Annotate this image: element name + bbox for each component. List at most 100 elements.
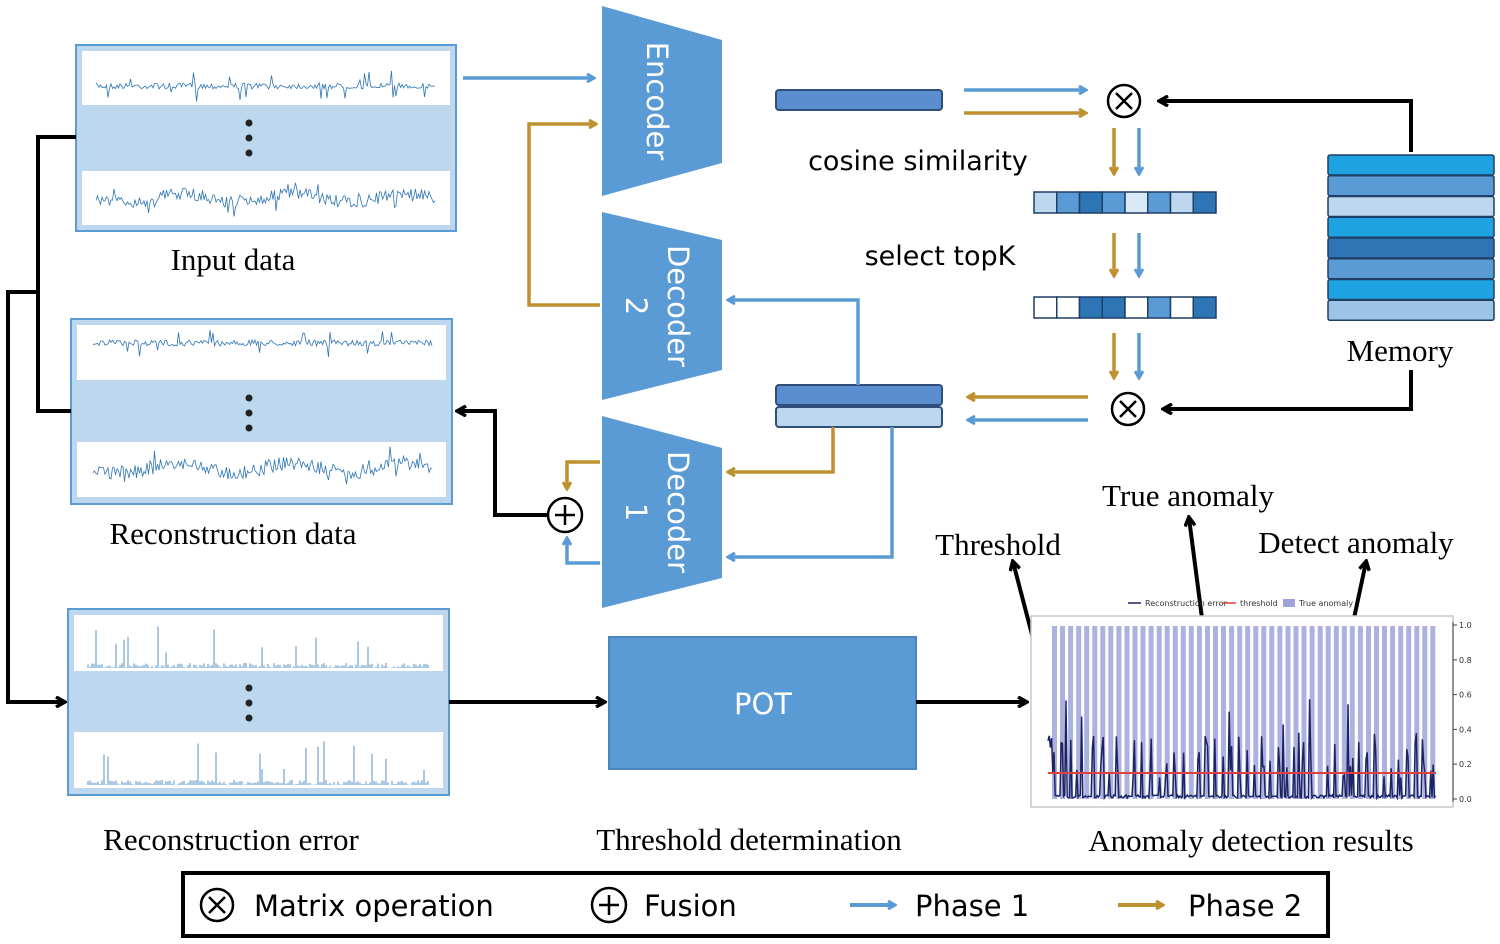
anomaly-band — [1317, 626, 1323, 799]
anomaly-band — [1309, 626, 1315, 799]
anomaly-band — [1414, 626, 1420, 799]
true-anomaly-bands — [1052, 626, 1436, 799]
legend-phase2: Phase 2 — [1188, 889, 1302, 923]
vector-cell — [1192, 191, 1217, 214]
anomaly-band — [1076, 626, 1082, 799]
legend-threshold: threshold — [1240, 599, 1278, 608]
legend-phase1: Phase 1 — [915, 889, 1029, 923]
anomaly-band — [1293, 626, 1299, 799]
vector-cell — [1101, 191, 1126, 214]
signal-trace — [92, 446, 433, 485]
anomaly-band — [1213, 626, 1218, 799]
error-spikes — [87, 741, 429, 785]
decoder-2-block: Decoder 2 — [602, 212, 722, 400]
reconstruction-error-series — [1047, 699, 1437, 801]
similarity-vector — [1033, 191, 1217, 214]
vector-cell — [1124, 191, 1149, 214]
vector-cell — [1169, 191, 1194, 214]
vertical-ellipsis — [245, 394, 253, 432]
anomaly-band — [1140, 626, 1146, 799]
y-tick-label: 0.4 — [1459, 725, 1472, 734]
reconstruction-error-label: Reconstruction error — [103, 822, 359, 857]
vector-cell — [1147, 191, 1172, 214]
anomaly-band — [1406, 626, 1412, 799]
y-tick-label: 0.8 — [1459, 656, 1472, 665]
y-tick-label: 0.0 — [1459, 795, 1472, 804]
reconstruction-data-label: Reconstruction data — [109, 516, 356, 551]
pot-label: POT — [734, 687, 792, 721]
anomaly-band — [1196, 626, 1202, 799]
vertical-ellipsis — [245, 119, 253, 157]
anomaly-band — [1156, 626, 1162, 799]
anomaly-band — [1422, 626, 1428, 799]
vector-cell — [1124, 296, 1149, 319]
error-signal-bottom — [87, 741, 429, 785]
decoder-1-label: Decoder — [661, 451, 695, 573]
legend-true-anomaly: True anomaly — [1298, 599, 1353, 608]
true-anomaly-label: True anomaly — [1102, 478, 1274, 513]
matrix-operation-icon — [199, 887, 235, 923]
legend-box: Matrix operation Fusion Phase 1 Phase 2 — [181, 871, 1330, 938]
vector-cell — [1192, 296, 1217, 319]
anomaly-detection-results-label: Anomaly detection results — [1088, 823, 1413, 858]
threshold-label: Threshold — [935, 527, 1061, 562]
anomaly-band — [1325, 626, 1331, 799]
memory-label: Memory — [1347, 333, 1454, 368]
reconstruction-data-panel — [70, 318, 453, 505]
error-signal-top — [87, 626, 429, 668]
anomaly-band — [1357, 626, 1363, 799]
memory-slot — [1327, 175, 1495, 197]
anomaly-band — [1253, 626, 1259, 799]
y-tick-label: 1.0 — [1459, 621, 1472, 630]
anomaly-band — [1188, 626, 1194, 799]
y-tick-label: 0.2 — [1459, 760, 1472, 769]
input-signal-top — [95, 70, 436, 102]
anomaly-band — [1349, 626, 1355, 799]
anomaly-band — [1269, 626, 1275, 799]
anomaly-band — [1172, 626, 1178, 799]
vector-cell — [1101, 296, 1126, 319]
anomaly-band — [1382, 626, 1387, 799]
threshold-determination-label: Threshold determination — [596, 822, 902, 857]
anomaly-band — [1277, 626, 1283, 799]
anomaly-band — [1180, 626, 1186, 799]
anomaly-band — [1221, 626, 1226, 799]
memory-slot — [1327, 278, 1495, 301]
vector-cell — [1033, 191, 1058, 214]
vector-cell — [1078, 296, 1103, 319]
anomaly-band — [1116, 626, 1122, 799]
memory-slot — [1327, 195, 1495, 218]
input-data-panel — [75, 44, 457, 232]
vector-cell — [1169, 296, 1194, 319]
anomaly-band — [1229, 626, 1235, 799]
anomaly-band — [1100, 626, 1106, 799]
anomaly-band — [1092, 626, 1098, 799]
anomaly-band — [1366, 626, 1371, 799]
anomaly-band — [1164, 626, 1170, 799]
reconstruction-signal-top — [92, 329, 433, 358]
y-tick-label: 0.6 — [1459, 691, 1472, 700]
matrix-operation-node-top — [1106, 83, 1142, 119]
anomaly-band — [1068, 626, 1074, 799]
phase1-arrows — [463, 78, 1139, 565]
fusion-icon — [590, 886, 628, 924]
signal-trace — [92, 329, 433, 358]
combined-latent-vector — [775, 384, 943, 428]
black-connectors — [6, 101, 1413, 773]
anomaly-band — [1132, 626, 1138, 799]
memory-bank — [1327, 154, 1495, 321]
y-axis-ticks: 1.0 0.8 0.6 0.4 0.2 0.0 — [1453, 621, 1472, 804]
legend-matrix-operation: Matrix operation — [254, 889, 494, 923]
legend-reconstruction-error: Reconstruction error — [1145, 599, 1227, 608]
memory-slot — [1327, 216, 1495, 238]
vector-cell — [1078, 191, 1103, 214]
query-vector — [775, 89, 943, 111]
decoder-2-number: 2 — [619, 297, 653, 315]
error-spikes — [87, 626, 429, 668]
cosine-similarity-label: cosine similarity — [808, 146, 1028, 177]
anomaly-band — [1060, 626, 1065, 799]
anomaly-band — [1398, 626, 1404, 799]
anomaly-band — [1374, 626, 1379, 799]
encoder-block: Encoder — [602, 6, 722, 196]
